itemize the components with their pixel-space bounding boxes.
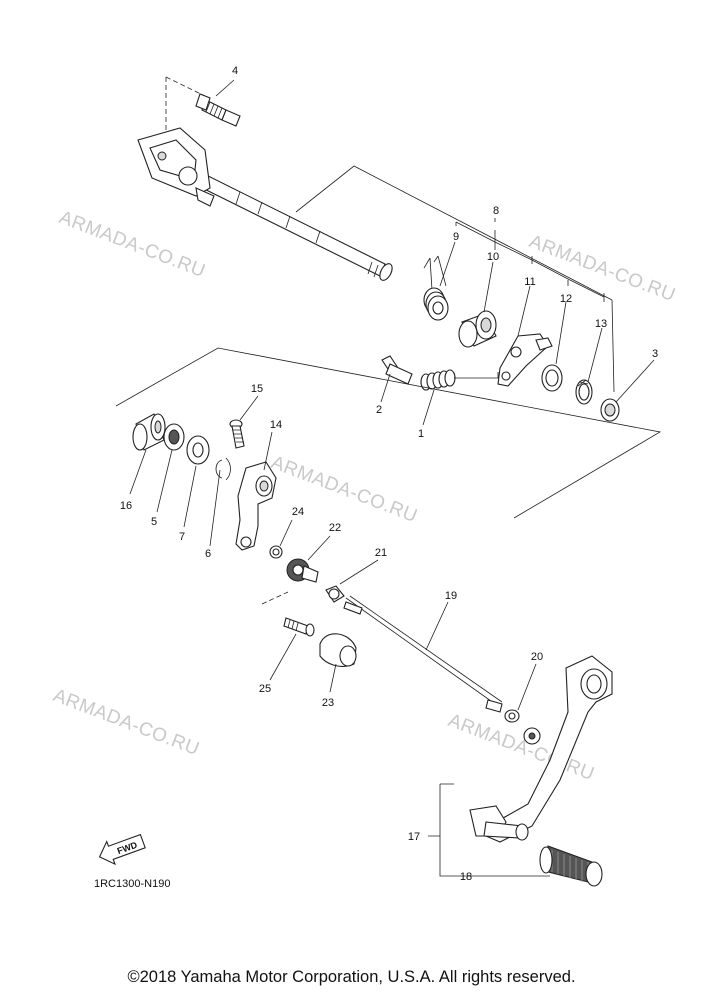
boot-part-23 [319, 633, 357, 667]
part-number-15: 15 [251, 383, 263, 395]
part-number-19: 19 [445, 590, 457, 602]
part-number-18: 18 [460, 871, 472, 883]
circlip-part-13 [575, 379, 593, 405]
washer-part-24 [269, 545, 283, 559]
oil-seal-part-5 [163, 423, 185, 451]
part-number-23: 23 [322, 697, 334, 709]
part-number-13: 13 [595, 318, 607, 330]
part-number-16: 16 [120, 500, 132, 512]
shift-rod-part-19 [343, 595, 503, 713]
part-number-6: 6 [205, 548, 211, 560]
bracket-17-18 [428, 783, 550, 877]
fwd-arrow-icon: FWD [98, 833, 146, 866]
leader-lines [129, 79, 655, 711]
collar-part-10 [458, 310, 497, 348]
nut-part-21 [325, 585, 345, 603]
part-number-22: 22 [329, 522, 341, 534]
nut-part-20 [504, 709, 520, 723]
pedal-rubber-part-18 [539, 845, 603, 887]
part-number-21: 21 [375, 547, 387, 559]
part-number-1: 1 [418, 428, 424, 440]
part-number-3: 3 [652, 348, 658, 360]
oil-seal-part-3 [600, 398, 620, 422]
part-number-24: 24 [292, 506, 304, 518]
part-number-11: 11 [524, 276, 535, 288]
washer-part-12 [541, 364, 563, 392]
watermark: ARMADA-CO.RU [56, 207, 208, 282]
part-number-5: 5 [151, 516, 157, 528]
part-number-25: 25 [259, 683, 271, 695]
copyright-notice: ©2018 Yamaha Motor Corporation, U.S.A. A… [127, 968, 576, 986]
circlip-part-6 [215, 457, 231, 481]
part-number-14: 14 [270, 419, 282, 431]
bolt-part-4 [195, 93, 241, 127]
part-number-17: 17 [408, 831, 420, 843]
shift-pedal-part-17 [469, 655, 613, 843]
part-number-2: 2 [376, 404, 382, 416]
shift-arm-part-14 [235, 461, 277, 551]
drawing-code: 1RC1300-N190 [94, 878, 170, 890]
torsion-spring-part-9 [423, 255, 449, 321]
part-number-20: 20 [531, 651, 543, 663]
bolt-part-25 [261, 591, 315, 637]
part-number-9: 9 [453, 231, 459, 243]
middle-group-outline [115, 347, 662, 519]
part-number-8: 8 [493, 205, 499, 217]
washer-part-7 [186, 435, 210, 465]
part-number-labels: 4 8 9 10 11 12 13 3 2 1 15 14 16 5 7 6 2… [120, 65, 658, 883]
bolt-part-2 [381, 355, 413, 385]
bolt-part-15 [229, 419, 245, 449]
part-number-4: 4 [232, 65, 238, 77]
part-number-7: 7 [179, 531, 185, 543]
plate-part-11 [497, 333, 553, 387]
spring-part-1 [420, 369, 499, 391]
watermark: ARMADA-CO.RU [50, 685, 202, 760]
shift-shaft-assembly [137, 76, 615, 393]
part-number-10: 10 [487, 251, 499, 263]
joint-part-22 [286, 558, 319, 583]
bearing-part-16 [132, 413, 166, 451]
part-number-12: 12 [560, 293, 572, 305]
